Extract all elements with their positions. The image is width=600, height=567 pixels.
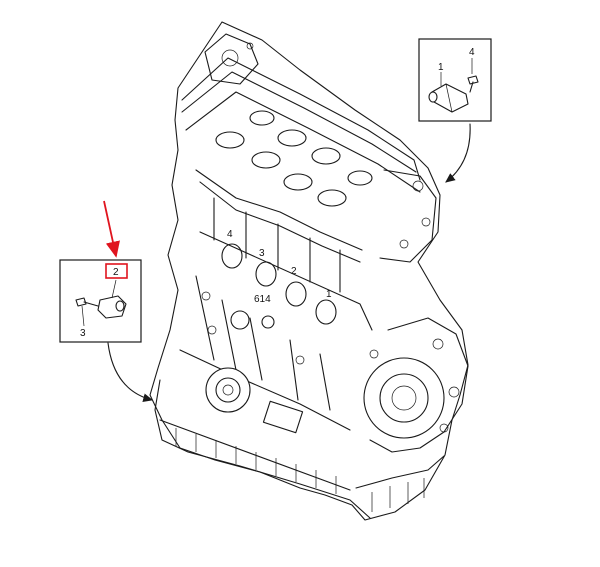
label-port-1: 1 — [326, 289, 332, 300]
callout-left: 2 3 — [59, 259, 154, 403]
label-port-2: 2 — [291, 266, 297, 277]
label-engine-code: 614 — [254, 294, 271, 305]
callout-top-right: 1 4 — [418, 38, 492, 183]
intake-ports — [221, 243, 337, 325]
bolt-icon — [467, 75, 479, 93]
bolt-icon-left — [75, 297, 99, 327]
head-top — [181, 57, 421, 181]
oil-pan — [154, 379, 445, 519]
timing-housing — [204, 33, 259, 85]
red-box-icon — [105, 263, 128, 279]
valve-ports — [215, 110, 373, 207]
callout-left-item-2: 2 — [113, 267, 119, 278]
label-port-4: 4 — [227, 229, 233, 240]
label-port-3: 3 — [259, 248, 265, 259]
callout-top-right-item-4: 4 — [469, 47, 475, 58]
crank-pulley — [205, 367, 251, 413]
callout-top-right-arrow — [445, 123, 471, 183]
callout-left-arrow — [107, 342, 154, 403]
callout-left-item-3: 3 — [80, 328, 86, 339]
callout-top-right-item-1: 1 — [438, 62, 444, 73]
camshaft-sensor-icon — [428, 83, 469, 113]
engine-block: 4 3 2 1 614 — [149, 21, 469, 521]
flywheel-housing — [363, 317, 469, 453]
red-arrow-icon — [103, 200, 120, 258]
crankshaft-sensor-icon — [97, 279, 127, 319]
